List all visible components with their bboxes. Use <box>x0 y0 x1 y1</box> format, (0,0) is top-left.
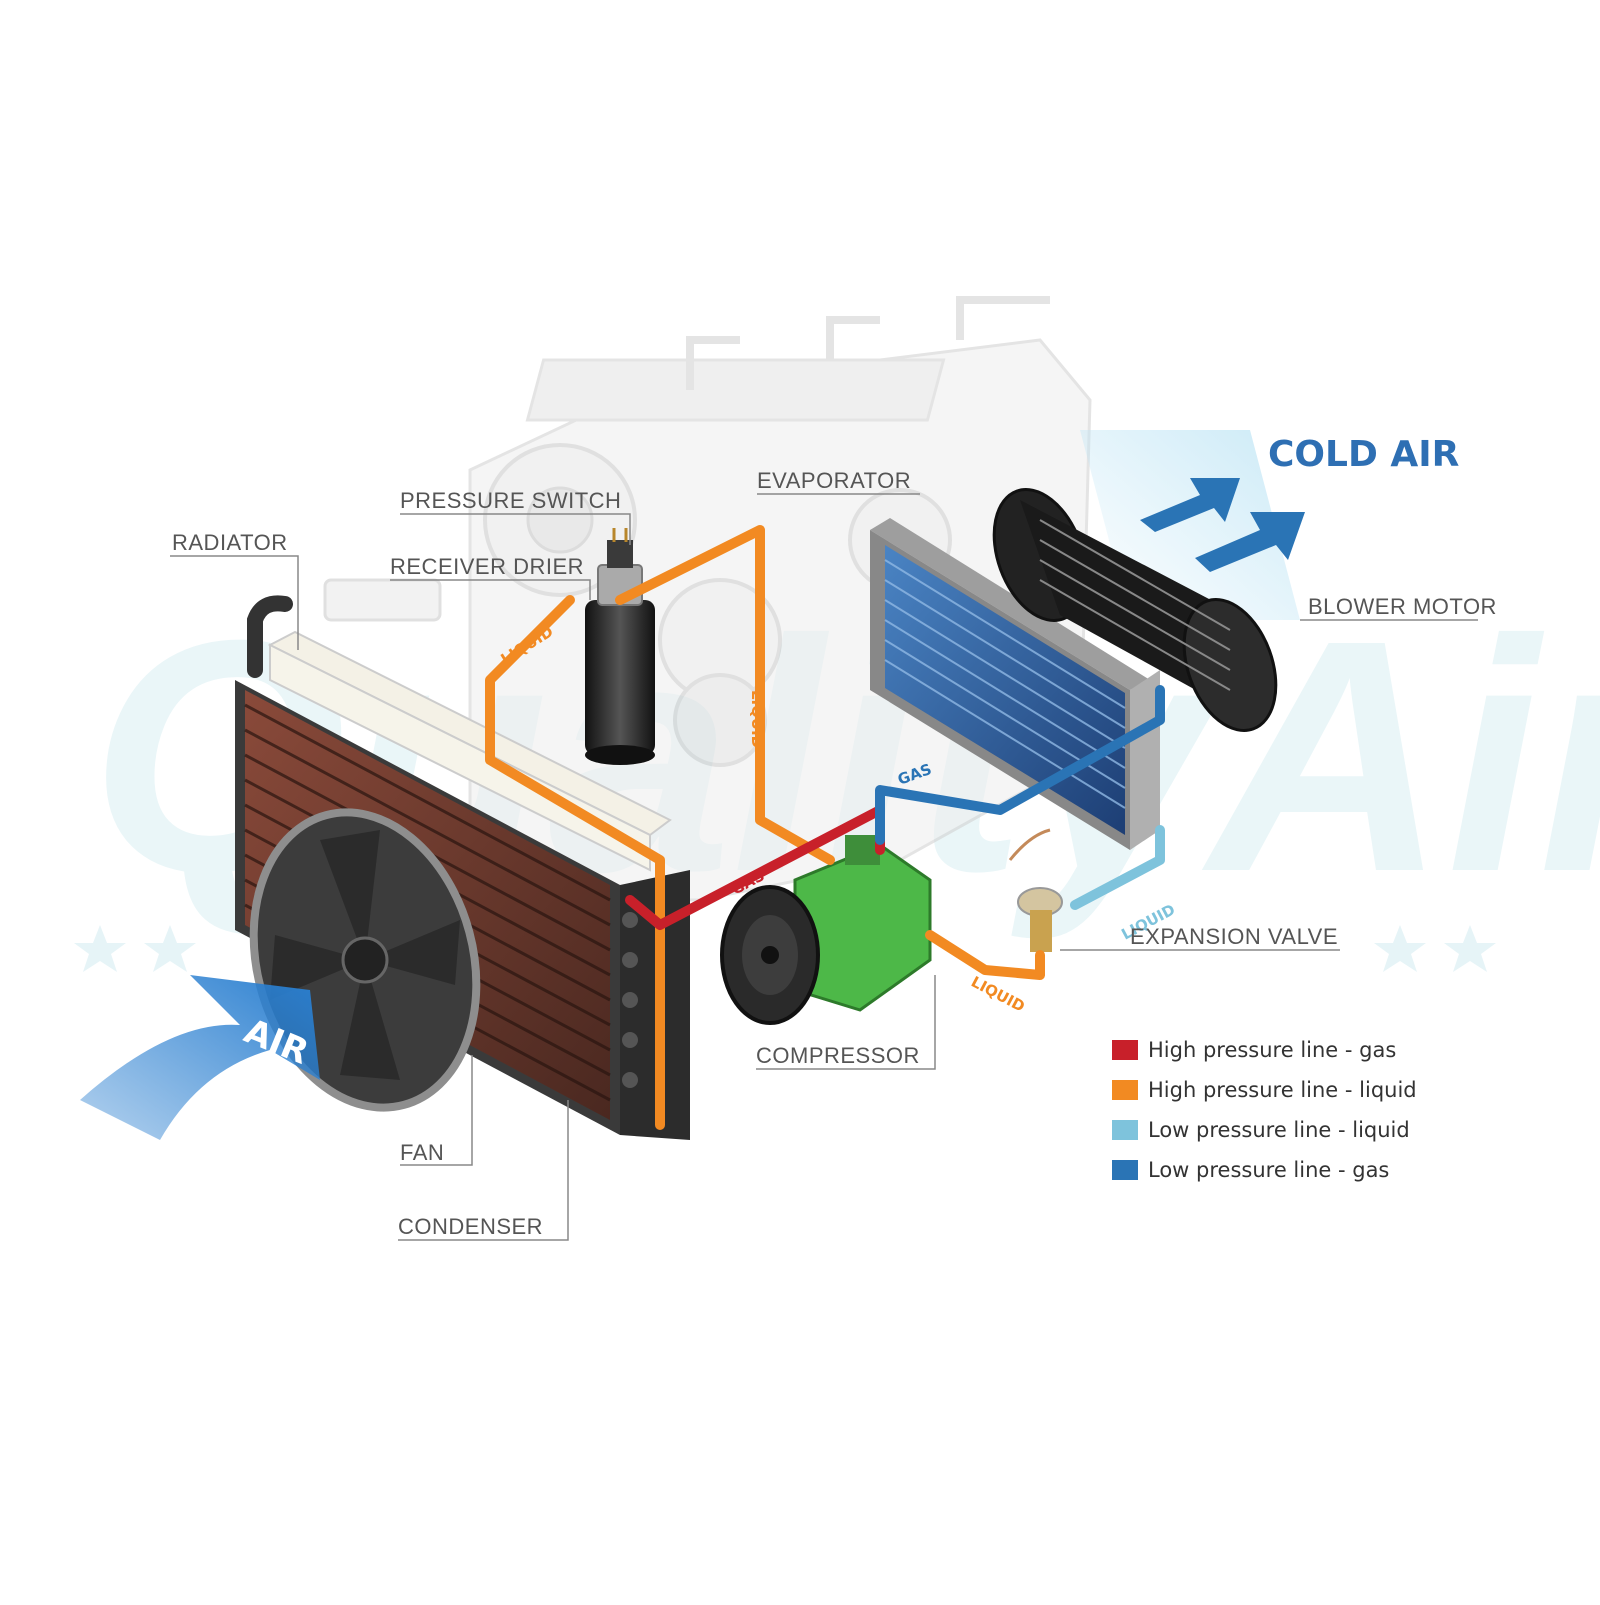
liquid-tag-compressor: LIQUID <box>968 973 1028 1016</box>
legend-swatch <box>1112 1040 1138 1060</box>
blower-motor <box>992 488 1278 732</box>
leader-lines <box>170 493 1478 1241</box>
cold-air-label: COLD AIR <box>1268 434 1460 475</box>
legend-label: Low pressure line - gas <box>1148 1158 1390 1182</box>
fan-label: FAN <box>400 1140 445 1165</box>
pressure-switch <box>607 528 633 568</box>
watermark-stars <box>74 925 1496 972</box>
legend-swatch <box>1112 1080 1138 1100</box>
legend-label: High pressure line - gas <box>1148 1038 1397 1062</box>
condenser-label: CONDENSER <box>398 1214 544 1239</box>
high-pressure-liquid-line-2 <box>925 930 1045 980</box>
evaporator-label: EVAPORATOR <box>757 468 912 493</box>
legend-item: Low pressure line - liquid <box>1112 1110 1417 1150</box>
legend: High pressure line - gas High pressure l… <box>1112 1030 1417 1190</box>
legend-label: Low pressure line - liquid <box>1148 1118 1410 1142</box>
legend-swatch <box>1112 1120 1138 1140</box>
legend-item: High pressure line - liquid <box>1112 1070 1417 1110</box>
low-pressure-liquid-line <box>1070 825 1165 910</box>
pressure-switch-label: PRESSURE SWITCH <box>400 488 622 513</box>
air-arrow-icon: AIR <box>80 975 320 1140</box>
legend-item: High pressure line - gas <box>1112 1030 1417 1070</box>
legend-swatch <box>1112 1160 1138 1180</box>
receiver-drier-label: RECEIVER DRIER <box>390 554 585 579</box>
radiator-label: RADIATOR <box>172 530 288 555</box>
legend-item: Low pressure line - gas <box>1112 1150 1417 1190</box>
high-pressure-liquid-line <box>485 525 835 1130</box>
low-pressure-gas-line <box>875 685 1165 845</box>
liquid-tag-vertical: LIQUID <box>748 690 766 748</box>
cold-air-arrow-icon <box>1140 478 1305 572</box>
legend-label: High pressure line - liquid <box>1148 1078 1417 1102</box>
expansion-valve <box>1008 828 1063 952</box>
radiator <box>247 595 672 872</box>
compressor-label: COMPRESSOR <box>756 1043 920 1068</box>
expansion-valve-label: EXPANSION VALVE <box>1130 924 1339 949</box>
compressor <box>720 835 932 1025</box>
blower-motor-label: BLOWER MOTOR <box>1308 594 1497 619</box>
